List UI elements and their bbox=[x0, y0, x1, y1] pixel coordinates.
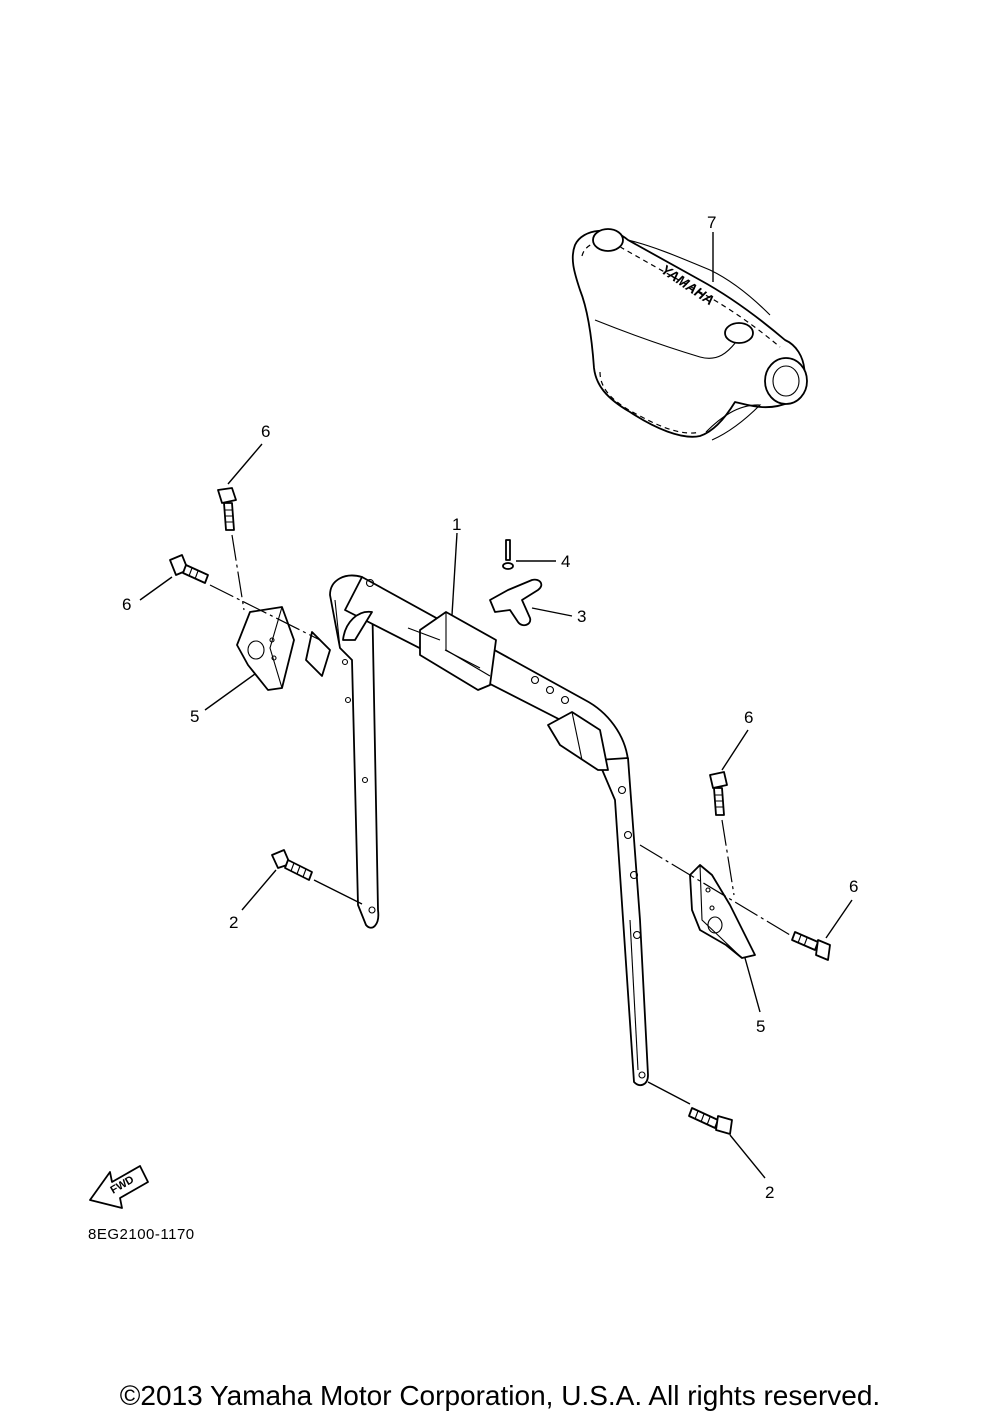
bolt-left-lower: 2 bbox=[229, 849, 363, 932]
handle-bracket: 1 bbox=[329, 515, 649, 1086]
callout-6c: 6 bbox=[744, 708, 753, 727]
bolt-left-horizontal: 6 bbox=[122, 554, 321, 641]
callout-6a: 6 bbox=[261, 422, 270, 441]
pin: 4 bbox=[502, 539, 570, 571]
bolt-left-vertical: 6 bbox=[217, 422, 270, 611]
bolt-right-horizontal: 6 bbox=[639, 844, 858, 961]
plate-right: 5 bbox=[689, 864, 765, 1036]
callout-5b: 5 bbox=[756, 1017, 765, 1036]
callout-3: 3 bbox=[577, 607, 586, 626]
callout-6b: 6 bbox=[122, 595, 131, 614]
clip: 3 bbox=[489, 578, 586, 627]
bolt-right-vertical: 6 bbox=[709, 708, 753, 896]
fwd-arrow-icon: FWD bbox=[89, 1165, 149, 1209]
bolt-right-lower: 2 bbox=[647, 1081, 774, 1202]
callout-2b: 2 bbox=[765, 1183, 774, 1202]
copyright-notice: ©2013 Yamaha Motor Corporation, U.S.A. A… bbox=[119, 1380, 881, 1411]
callout-4: 4 bbox=[561, 552, 570, 571]
diagram-reference: 8EG2100-1170 bbox=[88, 1226, 195, 1243]
callout-5a: 5 bbox=[190, 707, 199, 726]
plate-left: 5 bbox=[190, 606, 331, 726]
callout-2a: 2 bbox=[229, 913, 238, 932]
callout-1: 1 bbox=[452, 515, 461, 534]
callout-7: 7 bbox=[707, 213, 716, 232]
handlebar-pad: YAMAHA 7 bbox=[571, 213, 808, 441]
callout-6d: 6 bbox=[849, 877, 858, 896]
